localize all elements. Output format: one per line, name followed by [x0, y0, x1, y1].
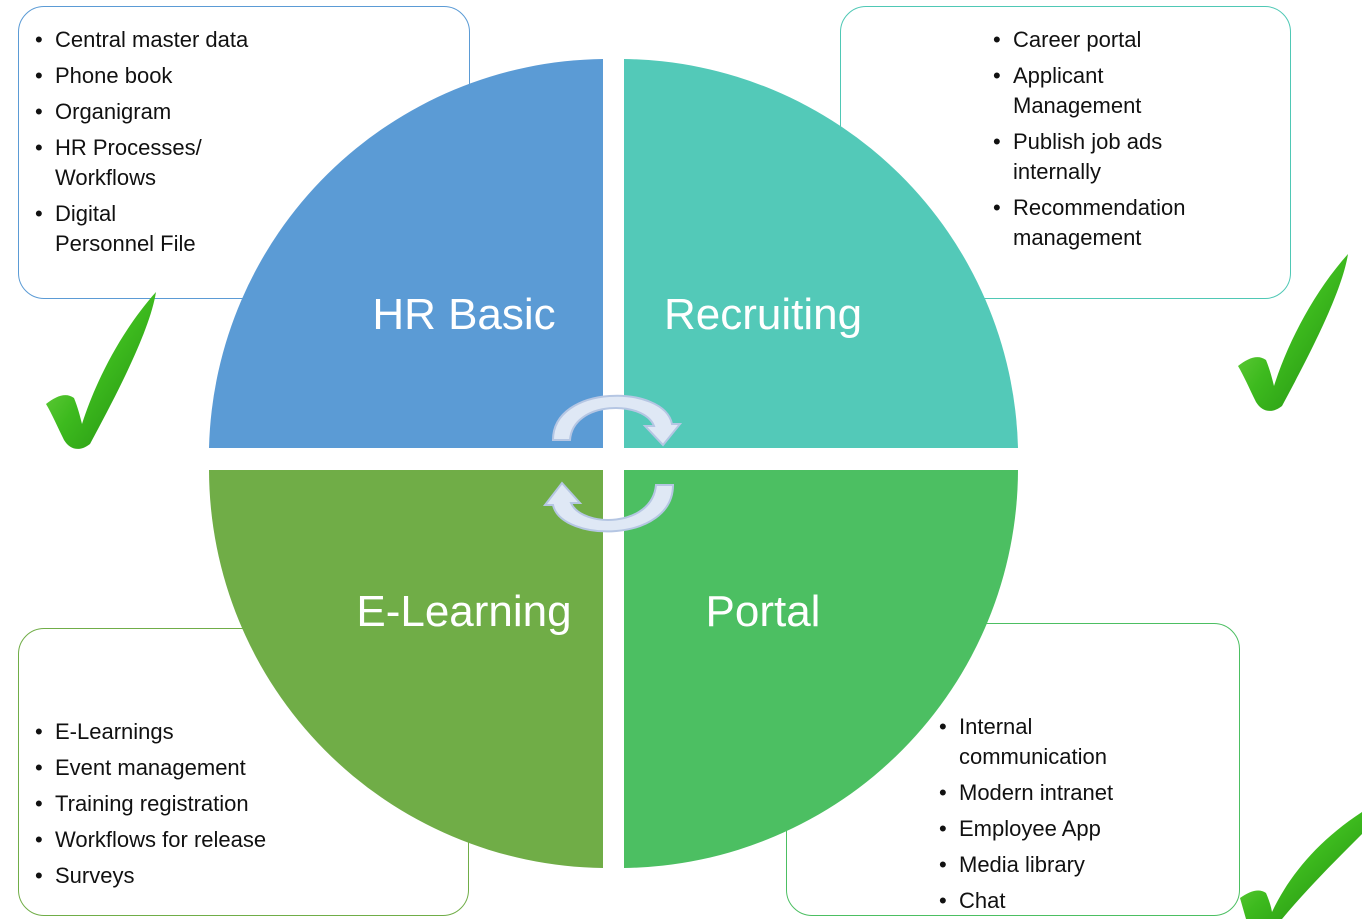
list-item: Modern intranet [939, 778, 1113, 808]
portal-feature-list: Internal communication Modern intranet Em… [939, 712, 1113, 922]
list-item-text: Training registration [55, 791, 249, 816]
list-item: Chat [939, 886, 1113, 916]
list-item: Phone book [35, 61, 248, 91]
list-item-text: Applicant [1013, 63, 1104, 88]
elearning-feature-list: E-Learnings Event management Training re… [35, 717, 266, 897]
list-item-text-continued: Management [1013, 93, 1142, 118]
list-item-text: Central master data [55, 27, 249, 52]
list-item-text: Modern intranet [959, 780, 1114, 805]
list-item: Organigram [35, 97, 248, 127]
list-item: Media library [939, 850, 1113, 880]
list-item-text: HR Processes/ [55, 135, 202, 160]
list-item-text-continued: management [1013, 225, 1142, 250]
portal-quadrant [624, 470, 1018, 868]
list-item-text: Phone book [55, 63, 173, 88]
list-item-text: Employee App [959, 816, 1101, 841]
list-item-text: Publish job ads [1013, 129, 1163, 154]
list-item: HR Processes/Workflows [35, 133, 248, 193]
list-item-text: Organigram [55, 99, 172, 124]
list-item-text: Chat [959, 888, 1006, 913]
hr-basic-feature-list: Central master data Phone book Organigra… [35, 25, 248, 265]
list-item: Central master data [35, 25, 248, 55]
checkmark-icon [1240, 812, 1362, 919]
list-item-text-continued: communication [959, 744, 1107, 769]
checkmark-icon [1238, 254, 1348, 411]
list-item-text: Workflows for release [55, 827, 267, 852]
list-item-text: Event management [55, 755, 246, 780]
checkmark-icon [46, 292, 156, 449]
list-item-text: Recommendation [1013, 195, 1186, 220]
list-item: E-Learnings [35, 717, 266, 747]
elearning-label: E-Learning [356, 587, 571, 636]
list-item: Recommendation management [993, 193, 1185, 253]
hr-basic-quadrant [209, 59, 603, 448]
list-item-text: Surveys [55, 863, 135, 888]
list-item-text-continued: internally [1013, 159, 1102, 184]
portal-feature-box: Internal communication Modern intranet Em… [786, 623, 1240, 916]
list-item: Event management [35, 753, 266, 783]
list-item: Career portal [993, 25, 1185, 55]
list-item: Workflows for release [35, 825, 266, 855]
elearning-feature-box: E-Learnings Event management Training re… [18, 628, 469, 916]
hr-basic-feature-box: Central master data Phone book Organigra… [18, 6, 470, 299]
recruiting-label: Recruiting [664, 290, 862, 339]
circular-arrow-icon [542, 394, 683, 533]
list-item-text-continued: Personnel File [55, 231, 196, 256]
portal-label: Portal [706, 587, 821, 636]
list-item: Surveys [35, 861, 266, 891]
list-item-text: Digital [55, 201, 117, 226]
recruiting-quadrant [624, 59, 1018, 448]
list-item: Training registration [35, 789, 266, 819]
elearning-quadrant [209, 470, 603, 868]
list-item-text: Career portal [1013, 27, 1142, 52]
list-item: Publish job ads internally [993, 127, 1185, 187]
hr-basic-label: HR Basic [372, 290, 555, 339]
list-item: Employee App [939, 814, 1113, 844]
list-item-text-continued: Workflows [55, 165, 157, 190]
list-item-text: E-Learnings [55, 719, 174, 744]
list-item: Internal communication [939, 712, 1113, 772]
list-item-text: Internal [959, 714, 1033, 739]
list-item-text: Media library [959, 852, 1085, 877]
